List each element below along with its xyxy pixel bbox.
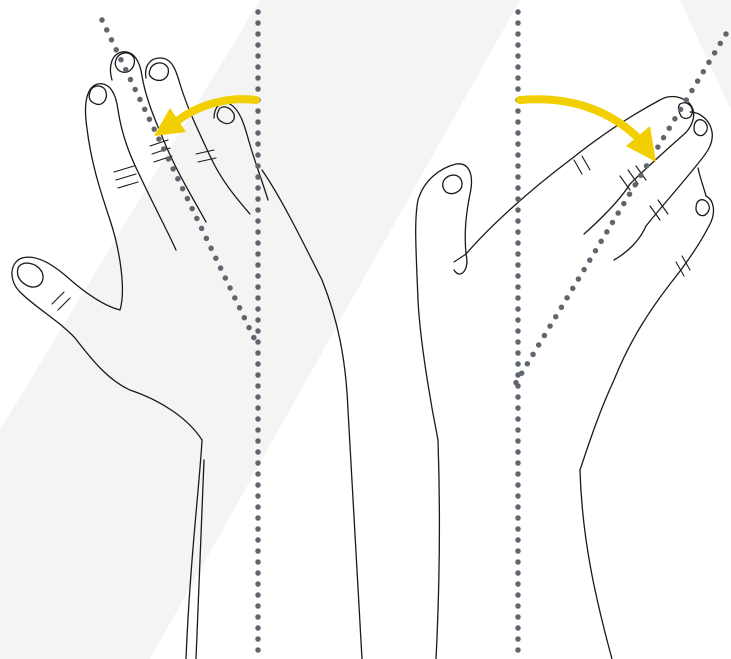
left-hand-outline: [11, 51, 363, 659]
right-tilted-axis: [511, 31, 729, 389]
background-band-right: [680, 0, 731, 110]
left-rotation-arrow: [154, 95, 260, 136]
left-panel: [11, 9, 363, 659]
right-panel: [415, 9, 729, 659]
left-tilted-axis: [99, 17, 257, 341]
right-rotation-arrow: [516, 95, 656, 162]
right-hand-outline: [415, 95, 715, 659]
